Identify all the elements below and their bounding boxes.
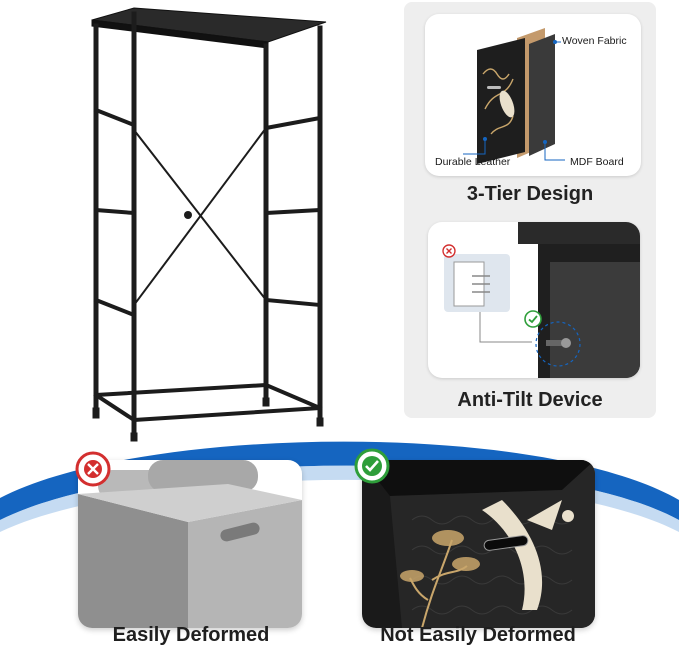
anti-tilt-title: Anti-Tilt Device (457, 389, 603, 411)
fabric-bin-card (78, 460, 302, 628)
callout-woven-fabric: Woven Fabric (562, 35, 627, 47)
three-tier-title: 3-Tier Design (466, 183, 594, 205)
anti-tilt-illustration (444, 222, 640, 378)
patterned-drawer-illustration (362, 460, 595, 628)
cross-icon (75, 451, 111, 487)
easily-deformed-caption: Easily Deformed (112, 624, 270, 646)
check-icon (354, 448, 390, 484)
callout-mdf-board: MDF Board (570, 156, 624, 168)
fabric-bin-illustration (78, 460, 302, 628)
anti-tilt-card (428, 222, 640, 378)
not-easily-deformed-caption: Not Easily Deformed (380, 624, 576, 646)
material-layers-card (425, 14, 641, 176)
callout-durable-leather: Durable Leather (435, 156, 511, 168)
patterned-drawer-card (362, 460, 595, 628)
cross-icon (442, 244, 456, 258)
material-layers-illustration (463, 28, 565, 164)
check-icon (524, 310, 542, 328)
